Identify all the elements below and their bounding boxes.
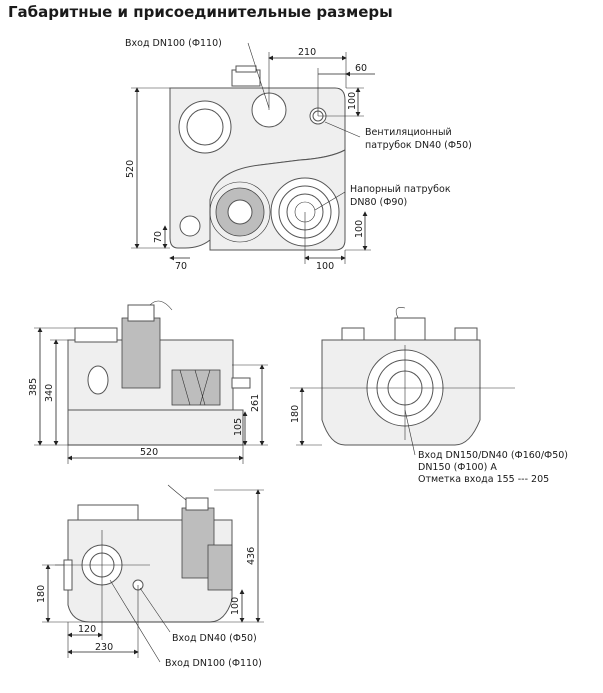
page-title: Габаритные и присоединительные размеры — [8, 3, 393, 21]
top-view — [131, 42, 375, 264]
bottom-view — [42, 484, 264, 663]
dim-180-front: 180 — [290, 405, 301, 423]
dim-340: 340 — [44, 384, 55, 402]
inlet-top-label: Вход DN100 (Ф110) — [125, 38, 222, 49]
dim-100-top: 100 — [347, 92, 358, 110]
dim-385: 385 — [28, 378, 39, 396]
dim-70-vertical: 70 — [153, 231, 164, 243]
bottom-dn40-label: Вход DN40 (Ф50) — [172, 633, 257, 644]
dim-180-bottom: 180 — [36, 585, 47, 603]
dim-520-side: 520 — [140, 447, 158, 458]
vent-label-line2: патрубок DN40 (Ф50) — [365, 140, 472, 151]
dim-520-top: 520 — [125, 160, 136, 178]
pressure-label-line1: Напорный патрубок — [350, 184, 451, 195]
dim-436: 436 — [246, 547, 257, 565]
dim-70-horizontal: 70 — [175, 261, 187, 272]
side-view — [34, 300, 268, 464]
front-view — [290, 307, 515, 456]
front-inlet-label-line3: Отметка входа 155 --- 205 — [418, 474, 549, 485]
pressure-label-line2: DN80 (Ф90) — [350, 197, 407, 208]
dim-100-bottom: 100 — [316, 261, 334, 272]
dim-60: 60 — [355, 63, 367, 74]
dim-105: 105 — [233, 418, 244, 436]
dim-100-right: 100 — [354, 220, 365, 238]
bottom-dn100-label: Вход DN100 (Ф110) — [165, 658, 262, 669]
dim-261: 261 — [250, 394, 261, 412]
dim-230: 230 — [95, 642, 113, 653]
vent-label-line1: Вентиляционный — [365, 127, 452, 138]
front-inlet-label-line1: Вход DN150/DN40 (Ф160/Ф50) — [418, 450, 568, 461]
dim-210: 210 — [298, 47, 316, 58]
front-inlet-label-line2: DN150 (Ф100) A — [418, 462, 497, 473]
dim-100-bottom-view: 100 — [230, 597, 241, 615]
dim-120: 120 — [78, 624, 96, 635]
